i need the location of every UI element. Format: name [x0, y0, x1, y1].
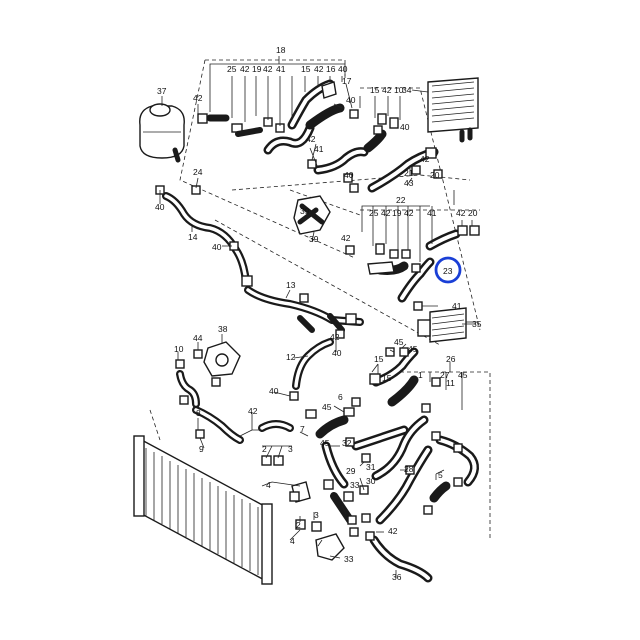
- callout-45: 45: [322, 402, 332, 412]
- callout-3: 3: [314, 510, 319, 520]
- callout-12: 12: [286, 352, 296, 362]
- callout-8: 8: [196, 408, 201, 418]
- callout-34: 34: [402, 85, 412, 95]
- callout-13: 13: [286, 280, 296, 290]
- callout-19: 19: [252, 64, 262, 74]
- callout-40: 40: [212, 242, 222, 252]
- callout-45: 45: [458, 370, 468, 380]
- callout-42: 42: [388, 526, 398, 536]
- callout-45: 45: [408, 344, 418, 354]
- callout-45: 45: [320, 438, 330, 448]
- callout-38: 38: [218, 324, 228, 334]
- callout-17: 17: [342, 76, 352, 86]
- callout-20: 20: [468, 208, 478, 218]
- callout-25: 25: [369, 208, 379, 218]
- callout-37: 37: [157, 86, 167, 96]
- callout-9: 9: [199, 444, 204, 454]
- callout-39: 39: [300, 206, 310, 216]
- callout-6: 6: [338, 392, 343, 402]
- group-outlines: [149, 59, 491, 540]
- callout-41: 41: [314, 144, 324, 154]
- callout-19: 19: [392, 208, 402, 218]
- callout-30: 30: [366, 476, 376, 486]
- callout-16: 16: [326, 64, 336, 74]
- leader-lines: [159, 56, 476, 578]
- callout-42: 42: [314, 64, 324, 74]
- callout-1: 1: [418, 370, 423, 380]
- clamps-and-fittings: [155, 81, 480, 561]
- callout-42: 42: [263, 64, 273, 74]
- callout-22: 22: [396, 195, 406, 205]
- callout-7: 7: [300, 424, 305, 434]
- callout-2: 2: [262, 444, 267, 454]
- callout-18: 18: [276, 45, 286, 55]
- callout-33: 33: [344, 554, 354, 564]
- callout-42: 42: [382, 85, 392, 95]
- callout-40: 40: [155, 202, 165, 212]
- callout-15: 15: [374, 354, 384, 364]
- callout-41: 41: [276, 64, 286, 74]
- callout-14: 14: [188, 232, 198, 242]
- callout-40: 40: [400, 122, 410, 132]
- coolant-hoses: [162, 79, 479, 583]
- callout-40: 40: [346, 95, 356, 105]
- callout-11: 11: [446, 378, 455, 388]
- callout-labels: 18 25 42 19 42 41 15 42 16 40 17 40 15 4…: [155, 45, 482, 582]
- callout-42: 42: [248, 406, 258, 416]
- callout-40: 40: [338, 64, 348, 74]
- callout-33: 33: [350, 480, 360, 490]
- callout-4: 4: [290, 536, 295, 546]
- callout-5: 5: [438, 470, 443, 480]
- heater-core: [411, 77, 479, 143]
- callout-15: 15: [382, 373, 392, 383]
- oil-cooler: [417, 307, 478, 343]
- callout-23: 23: [443, 266, 453, 276]
- callout-31: 31: [366, 462, 376, 472]
- callout-35: 35: [472, 319, 482, 329]
- callout-20: 20: [430, 170, 440, 180]
- callout-42: 42: [420, 154, 430, 164]
- callout-44: 44: [193, 333, 203, 343]
- callout-3: 3: [288, 444, 293, 454]
- callout-42: 42: [381, 208, 391, 218]
- callout-15: 15: [301, 64, 311, 74]
- callout-40: 40: [332, 348, 342, 358]
- expansion-tank: [139, 96, 185, 163]
- callout-10: 10: [394, 85, 404, 95]
- callout-42: 42: [240, 64, 250, 74]
- callout-40: 40: [269, 386, 279, 396]
- callout-43: 43: [404, 178, 414, 188]
- radiator: [133, 435, 273, 585]
- callout-2: 2: [296, 520, 301, 530]
- callout-42: 42: [193, 93, 203, 103]
- callout-42: 42: [456, 208, 466, 218]
- callout-45: 45: [394, 337, 404, 347]
- callout-42: 42: [341, 233, 351, 243]
- callout-26: 26: [446, 354, 456, 364]
- callout-4: 4: [266, 480, 271, 490]
- highlight-ring: [434, 256, 462, 284]
- callout-32: 32: [342, 438, 352, 448]
- callout-41: 41: [427, 208, 437, 218]
- callout-27: 27: [440, 370, 450, 380]
- callout-28: 28: [404, 464, 414, 474]
- callout-21: 21: [404, 168, 414, 178]
- callout-42: 42: [404, 208, 414, 218]
- callout-40: 40: [344, 170, 354, 180]
- callout-25: 25: [227, 64, 237, 74]
- callout-15: 15: [370, 85, 380, 95]
- callout-36: 36: [392, 572, 402, 582]
- callout-39: 39: [309, 234, 319, 244]
- callout-24: 24: [193, 167, 203, 177]
- callout-41: 41: [452, 301, 462, 311]
- callout-42: 42: [306, 134, 316, 144]
- callout-29: 29: [346, 466, 356, 476]
- callout-42: 42: [330, 332, 340, 342]
- callout-10: 10: [174, 344, 184, 354]
